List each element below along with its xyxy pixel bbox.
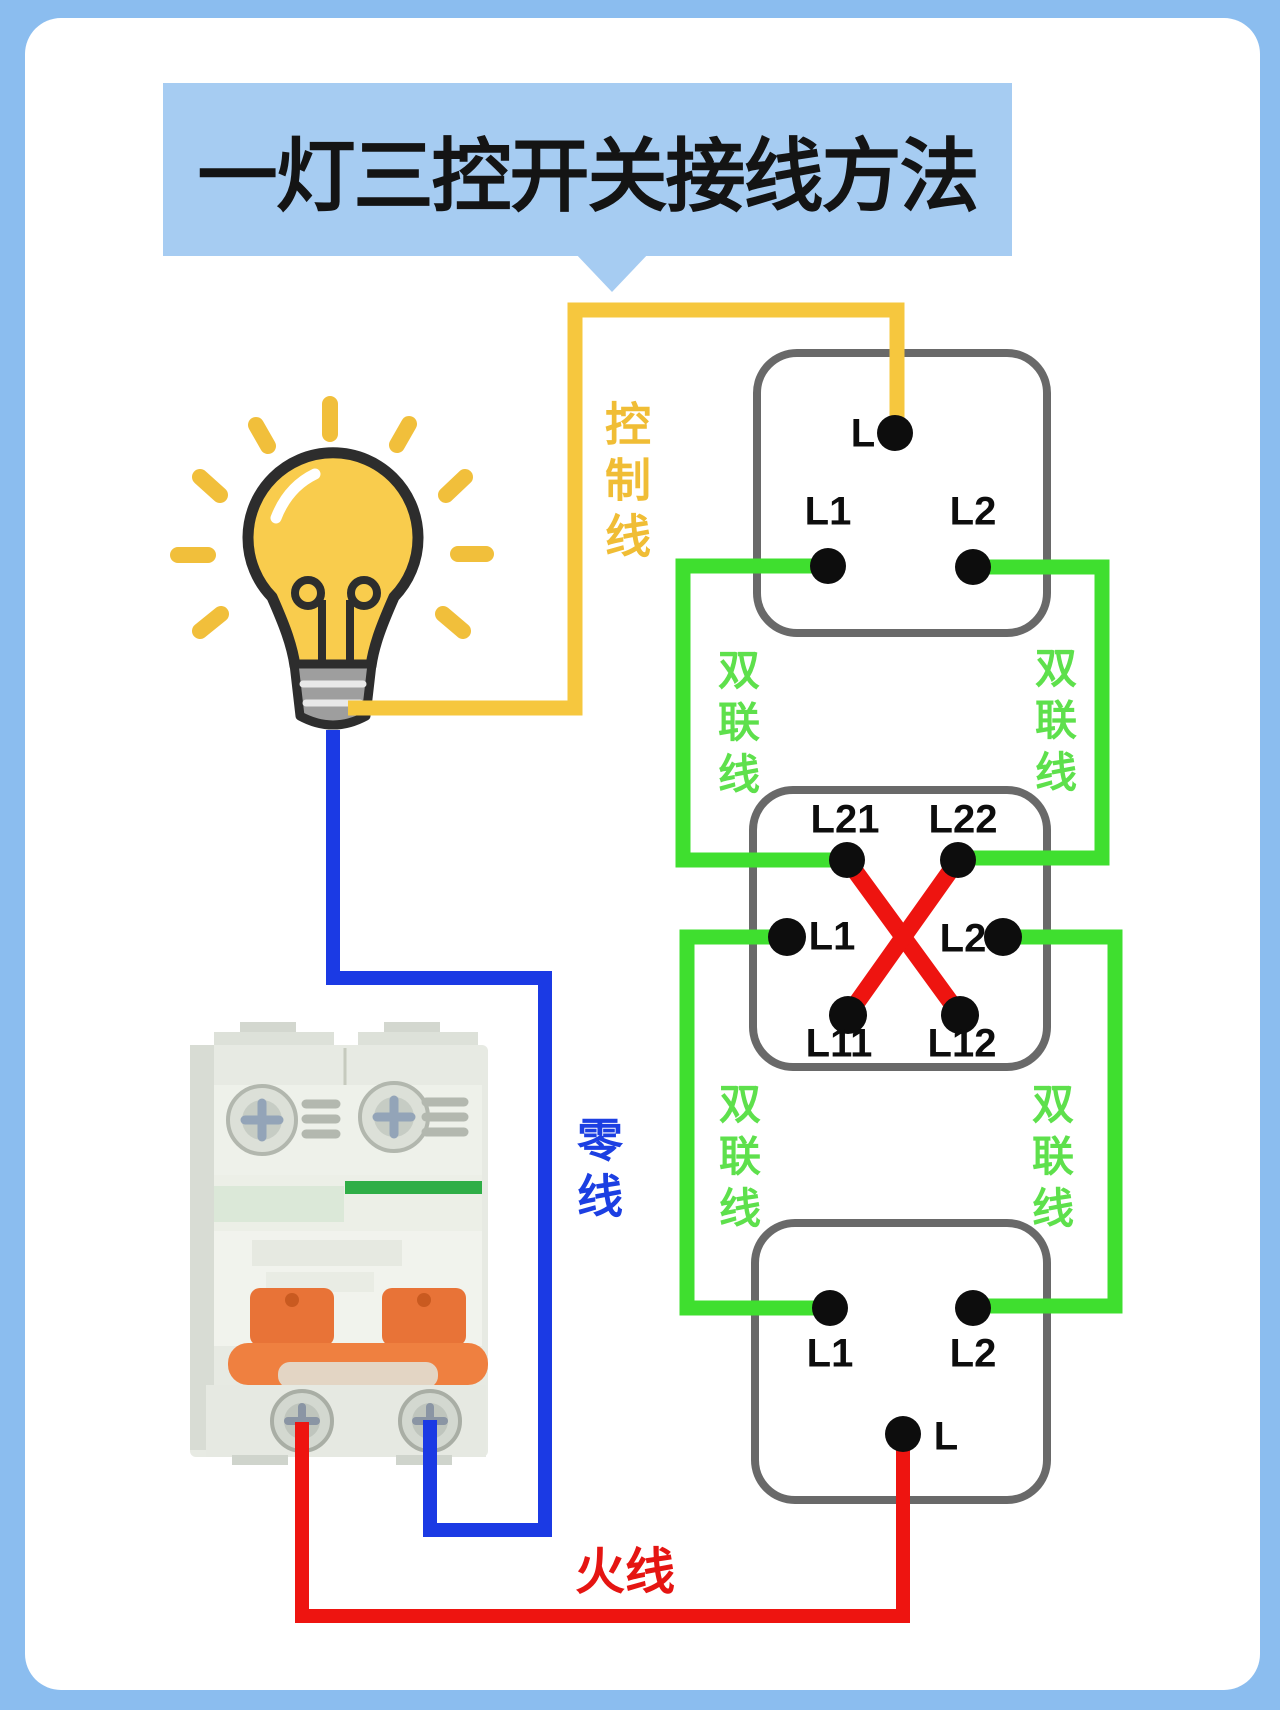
- switch-bottom-terminal-l2: L2: [949, 1331, 997, 1376]
- bulb-illustration: [170, 396, 494, 730]
- wire-dual-top-right: [958, 559, 1110, 866]
- switch-middle-terminal-l12: L12: [927, 1021, 997, 1066]
- title-banner: 一灯三控开关接线方法: [163, 83, 1012, 256]
- terminal-dot: [941, 996, 979, 1034]
- terminal-dot: [768, 918, 806, 956]
- control-line-label: 控制线: [599, 400, 651, 568]
- page-title: 一灯三控开关接线方法: [197, 131, 980, 221]
- switch-middle-terminal-l1: L1: [808, 914, 856, 959]
- terminal-dot: [984, 918, 1022, 956]
- banner-pointer: [574, 252, 650, 292]
- terminal-dot: [955, 1290, 991, 1326]
- switch-top-terminal-l1: L1: [804, 489, 852, 534]
- terminal-dot: [955, 549, 991, 585]
- switch-middle-terminal-l11: L11: [805, 1021, 873, 1066]
- wire-dual-bottom-left: [679, 929, 830, 1316]
- terminal-dot: [885, 1416, 921, 1452]
- switch-middle-terminal-l22: L22: [928, 797, 998, 842]
- terminal-dots: [768, 415, 1022, 1452]
- terminal-dot: [812, 1290, 848, 1326]
- dual-line-label-bottom-left: 双联线: [713, 1082, 761, 1238]
- wire-dual-bottom-right: [973, 929, 1123, 1314]
- wire-control: [348, 302, 905, 716]
- dual-line-label-top-right: 双联线: [1029, 646, 1077, 802]
- bulb-rays: [170, 396, 494, 639]
- dual-line-label-bottom-right: 双联线: [1026, 1082, 1074, 1238]
- switch-middle-terminal-l21: L21: [810, 797, 880, 842]
- bulb-filament: [291, 576, 381, 666]
- wire-cross: [838, 851, 969, 1024]
- terminal-dot: [829, 842, 865, 878]
- switch-middle-terminal-l2: L2: [939, 916, 987, 961]
- terminal-dot: [877, 415, 913, 451]
- breaker-illustration: [190, 1022, 488, 1465]
- terminal-dot: [810, 548, 846, 584]
- terminal-dot: [829, 996, 867, 1034]
- dual-line-label-top-left: 双联线: [712, 648, 760, 804]
- wire-live: [295, 1422, 910, 1623]
- switch-top-terminal-l2: L2: [949, 489, 997, 534]
- switch-bottom-terminal-l1: L1: [806, 1331, 854, 1376]
- terminal-dot: [940, 842, 976, 878]
- neutral-line-label: 零线: [571, 1116, 623, 1228]
- switch-bottom-terminal-l: L: [933, 1414, 959, 1459]
- wire-dual-top-left: [675, 558, 847, 868]
- switch-top-terminal-l: L: [850, 411, 876, 456]
- wire-neutral: [326, 730, 552, 1537]
- live-line-label: 火线: [575, 1544, 675, 1600]
